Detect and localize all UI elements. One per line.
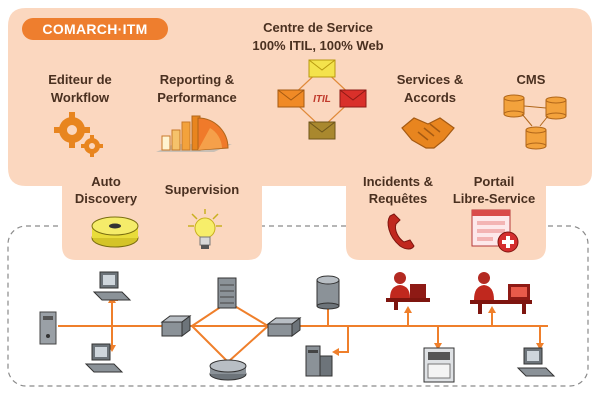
handshake-icon xyxy=(401,117,455,149)
portail-label-2: Libre-Service xyxy=(452,191,536,206)
reporting-label-1: Reporting & xyxy=(159,72,235,87)
server-icon xyxy=(305,345,333,377)
desktop-icon xyxy=(92,271,132,301)
switch-icon xyxy=(160,315,192,337)
workflow-label-1: Editeur de xyxy=(48,72,112,87)
services-label-1: Services & xyxy=(396,72,464,87)
gears-icon xyxy=(54,112,103,157)
workflow-label-2: Workflow xyxy=(50,90,110,105)
bar-chart-icon xyxy=(156,115,232,152)
desktop-icon xyxy=(516,347,556,377)
portail-label-1: Portail xyxy=(473,174,515,189)
service-centre-subtitle: 100% ITIL, 100% Web xyxy=(252,38,384,53)
incidents-label-1: Incidents & xyxy=(362,174,434,189)
server-icon xyxy=(39,311,57,345)
user-computer-icon xyxy=(386,272,430,310)
supervision-label: Supervision xyxy=(164,182,240,197)
itm-panel xyxy=(8,8,592,260)
service-centre-title: Centre de Service xyxy=(263,20,373,35)
auto-discovery-label-2: Discovery xyxy=(74,191,138,206)
envelope-cycle-icon: ITIL xyxy=(277,59,367,140)
comarch-itm-logo: COMARCH·ITM xyxy=(22,18,168,40)
user-computer-icon xyxy=(470,272,532,314)
disk-icon xyxy=(91,216,139,248)
auto-discovery-label-1: Auto xyxy=(91,174,121,189)
itil-label: ITIL xyxy=(313,94,331,105)
router-icon xyxy=(209,359,247,381)
server-icon xyxy=(316,275,340,310)
services-label-2: Accords xyxy=(403,90,457,105)
printer-icon xyxy=(423,347,455,383)
database-icon xyxy=(503,94,567,150)
incidents-label-2: Requêtes xyxy=(368,191,428,206)
server-icon xyxy=(217,277,237,309)
desktop-icon xyxy=(84,343,124,373)
network-area-frame xyxy=(7,225,589,387)
portal-form-icon xyxy=(471,209,519,253)
reporting-label-2: Performance xyxy=(157,90,237,105)
telephone-icon xyxy=(387,213,415,250)
cms-label: CMS xyxy=(516,72,546,87)
switch-icon xyxy=(266,317,302,337)
lightbulb-icon xyxy=(188,209,222,249)
